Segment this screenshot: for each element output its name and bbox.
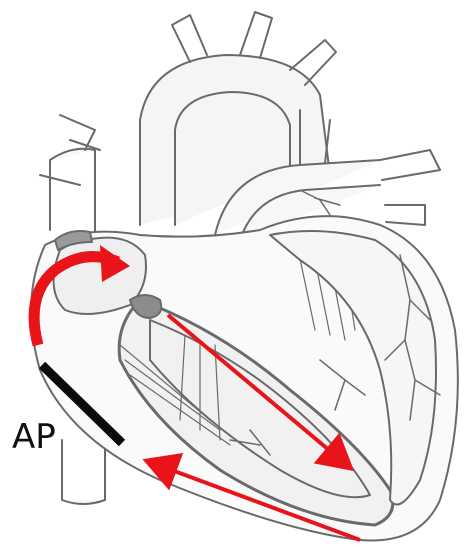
inferior-vena-cava xyxy=(62,440,105,504)
accessory-pathway-label: AP xyxy=(12,417,56,457)
heart-sketch xyxy=(31,12,458,541)
pulmonary-veins xyxy=(380,150,440,225)
superior-vena-cava xyxy=(50,149,95,235)
